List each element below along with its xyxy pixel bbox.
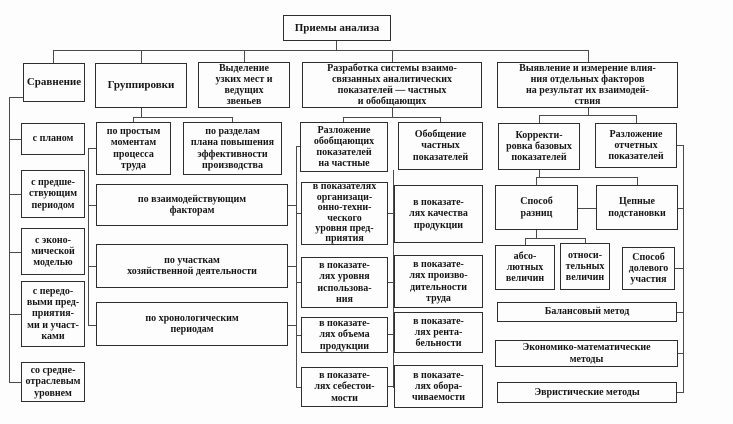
node-pokazateli-oborachivaemosti: в показате- лях обора- чиваемости (394, 365, 483, 408)
node-razlozhenie-obobshchayushchih: Разложение обобщающих показателей на час… (300, 122, 388, 172)
node-s-planom: с планом (21, 123, 85, 155)
connector (53, 50, 589, 51)
connector (88, 325, 96, 326)
connector (9, 97, 10, 383)
node-evristicheskie-metody: Эвристические методы (497, 382, 677, 403)
node-po-uchastkam-deyatelnosti: по участкам хозяйственной деятельности (96, 244, 288, 288)
connector (88, 148, 89, 326)
node-ekonomiko-matematicheskie-metody: Экономико-математические методы (495, 340, 678, 367)
connector (141, 108, 142, 117)
connector (288, 266, 296, 267)
connector (388, 282, 394, 283)
connector (636, 115, 637, 123)
connector (9, 252, 21, 253)
connector (677, 392, 683, 393)
node-sposob-raznits: Способ разниц (495, 185, 578, 230)
connector (585, 238, 586, 243)
connector (388, 334, 394, 335)
connector (296, 146, 297, 387)
connector (678, 208, 683, 209)
node-sposob-dolevogo-uchastiya: Способ долевого участия (622, 247, 675, 290)
connector (141, 50, 142, 63)
connector (539, 115, 637, 116)
connector (9, 139, 21, 140)
node-so-sredneotraslevym-urovnem: со средне- отраслевым уровнем (21, 362, 85, 402)
connector (392, 108, 393, 117)
connector (296, 282, 301, 283)
connector (244, 50, 245, 62)
connector (536, 177, 537, 185)
connector (288, 325, 296, 326)
connector (683, 145, 684, 393)
node-vydelenie-uzkih-mest: Выделение узких мест и ведущих звеньев (198, 62, 290, 108)
connector (677, 145, 683, 146)
connector (88, 148, 96, 149)
node-s-ekonomicheskoy-modelyu: с эконо- мической моделью (21, 228, 85, 275)
connector (88, 266, 96, 267)
node-balansovyy-metod: Балансовый метод (497, 302, 677, 322)
node-pokazateli-urovnya-ispolzovaniya: в показате- лях уровня использова- ния (301, 257, 388, 308)
node-po-hronologicheskim-periodam: по хронологическим периодам (96, 302, 288, 346)
node-pokazateli-rentabelnosti: в показате- лях рента- бельности (394, 312, 483, 353)
connector (232, 117, 233, 122)
node-obobshchenie-chastnyh: Обобщение частных показателей (398, 122, 483, 170)
node-razrabotka-sistemy: Разработка системы взаимо- связанных ана… (302, 62, 482, 108)
connector (288, 205, 296, 206)
connector (440, 117, 441, 122)
connector (578, 208, 596, 209)
node-priemy-analiza: Приемы анализа (283, 15, 391, 41)
connector (53, 50, 54, 63)
connector (393, 170, 394, 388)
connector (536, 230, 537, 238)
connector (678, 353, 683, 354)
connector (637, 177, 638, 185)
node-pokazateli-obyema-produkcii: в показате- лях объема продукции (301, 317, 388, 353)
connector (88, 205, 96, 206)
connector (296, 213, 301, 214)
connector (677, 312, 683, 313)
connector (588, 108, 589, 115)
node-po-razdelam-plana: по разделам плана повышения эффективност… (183, 122, 282, 175)
node-s-peredovymi-predpriyatiyami: с передо- выми пред- приятия- ми и участ… (21, 281, 85, 347)
connector (388, 386, 394, 387)
node-razlozhenie-otchetnyh: Разложение отчетных показателей (595, 123, 677, 168)
connector (536, 177, 637, 178)
connector (296, 387, 301, 388)
connector (336, 41, 337, 50)
connector (675, 268, 683, 269)
node-pokazateli-sebestoimosti: в показате- лях себестои- мости (301, 367, 388, 407)
node-absolyutnyh-velichin: абсо- лютных величин (495, 245, 555, 290)
connector (9, 194, 21, 195)
connector (133, 117, 233, 118)
connector (343, 117, 344, 122)
node-tsepnye-podstanovki: Цепные подстановки (596, 185, 678, 230)
node-pokazateli-proizvoditelnosti-truda: в показате- лях произво- дительности тру… (394, 255, 483, 308)
connector (388, 213, 394, 214)
connector (9, 314, 21, 315)
node-po-prostym-momentam: по простым моментам процесса труда (96, 122, 171, 175)
connector (133, 117, 134, 122)
node-pokazateli-kachestva-produkcii: в показате- лях качества продукции (394, 185, 483, 243)
node-korrektirovka-bazovyh: Корректи- ровка базовых показателей (498, 123, 580, 170)
node-s-predshestvuyushchim-periodom: с предше- ствующим периодом (21, 170, 85, 218)
connector (539, 115, 540, 123)
node-gruppirovki: Группировки (95, 63, 187, 108)
connector (392, 50, 393, 62)
connector (9, 382, 21, 383)
node-sravnenie: Сравнение (23, 63, 85, 102)
node-po-vzaimodeystvuyushchim-faktoram: по взаимодействующим факторам (96, 184, 288, 226)
connector (343, 117, 440, 118)
connector (296, 335, 301, 336)
node-pokazateli-org-tehn-urovnya: в показателях организаци- онно-техни- че… (301, 182, 388, 245)
connector (9, 97, 23, 98)
node-otnositelnyh-velichin: относи- тельных величин (560, 243, 610, 290)
node-vyyavlenie-vliyaniya: Выявление и измерение влия- ния отдельны… (497, 62, 678, 108)
connector (296, 146, 300, 147)
connector (525, 238, 526, 245)
connector (588, 50, 589, 62)
connector (539, 170, 540, 177)
connector (525, 238, 585, 239)
